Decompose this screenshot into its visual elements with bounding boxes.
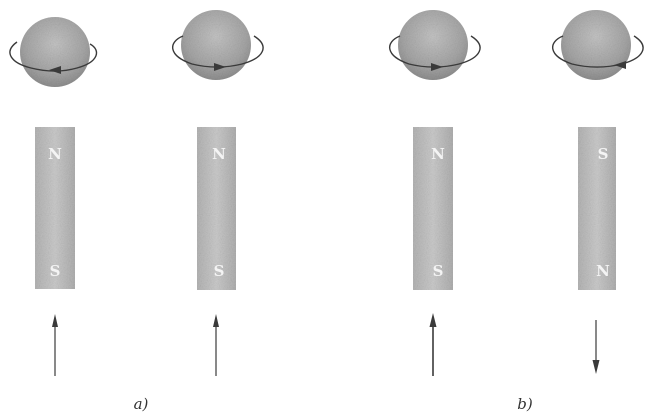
rotating-sphere bbox=[553, 10, 643, 80]
magnet-bottom-pole: S bbox=[433, 262, 444, 280]
magnet-top-pole: N bbox=[431, 145, 445, 163]
magnet-top-pole: N bbox=[212, 145, 226, 163]
magnet-bottom-pole: N bbox=[596, 262, 610, 280]
item-b2: S N bbox=[553, 10, 643, 374]
rotating-sphere bbox=[10, 17, 97, 87]
rotating-sphere bbox=[390, 10, 480, 80]
moment-arrow-up-icon bbox=[430, 313, 437, 376]
panel-label-b: b) bbox=[517, 395, 533, 413]
moment-arrow-up-icon bbox=[52, 314, 58, 376]
magnet-top-pole: S bbox=[598, 145, 609, 163]
bar-magnet: N S bbox=[413, 127, 453, 290]
magnet-top-pole: N bbox=[48, 145, 62, 163]
panel-label-a: a) bbox=[134, 395, 149, 413]
item-a1: N S bbox=[10, 17, 97, 376]
item-b1: N S bbox=[390, 10, 480, 376]
bar-magnet: N S bbox=[35, 127, 75, 289]
magnet-bottom-pole: S bbox=[214, 262, 225, 280]
rotating-sphere bbox=[173, 10, 263, 80]
moment-arrow-down-icon bbox=[593, 320, 600, 374]
moment-arrow-up-icon bbox=[213, 314, 219, 376]
item-a2: N S bbox=[173, 10, 263, 376]
bar-magnet: S N bbox=[578, 127, 616, 290]
bar-magnet: N S bbox=[197, 127, 236, 290]
magnet-bottom-pole: S bbox=[50, 262, 61, 280]
